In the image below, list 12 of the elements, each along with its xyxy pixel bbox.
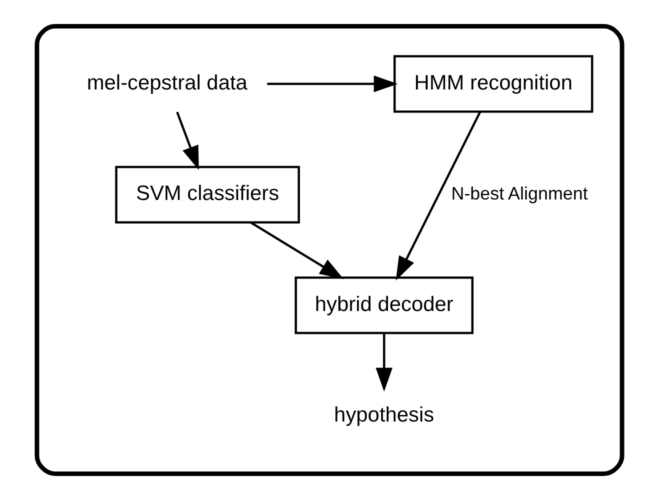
node-box: hybrid decoder (294, 276, 474, 334)
arrow (375, 334, 392, 392)
arrow (395, 111, 481, 280)
cluster (34, 24, 624, 476)
arrow (176, 112, 198, 170)
node-text: mel-cepstral data (86, 71, 247, 94)
arrow (250, 222, 344, 280)
node-text: hypothesis (334, 404, 434, 427)
edge-label: N-best Alignment (450, 183, 588, 204)
arrow (266, 76, 398, 92)
node-box: HMM recognition (392, 55, 593, 113)
node-box: SVM classifiers (114, 166, 300, 224)
